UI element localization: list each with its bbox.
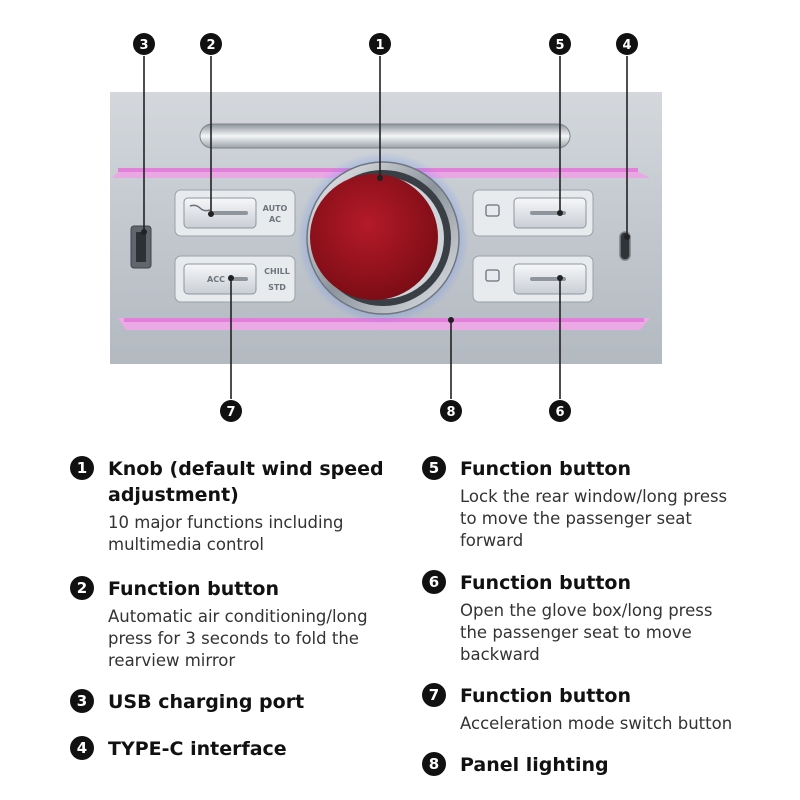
- callout-5: 5: [549, 33, 571, 55]
- leader-dot-7: [228, 275, 234, 281]
- legend-item-3: 3 USB charging port: [70, 689, 400, 715]
- legend-desc-5: Lock the rear window/long press to move …: [460, 487, 728, 550]
- leader-dot-4: [624, 234, 630, 240]
- legend-desc-2: Automatic air conditioning/long press fo…: [108, 607, 368, 670]
- button-auto-ac[interactable]: AUTO AC: [174, 189, 296, 237]
- legend-item-7: 7 Function button Acceleration mode swit…: [422, 683, 752, 735]
- callout-4: 4: [616, 33, 638, 55]
- legend-desc-1: 10 major functions including multimedia …: [108, 513, 344, 554]
- legend-title-7: Function button: [460, 685, 632, 707]
- legend-item-6: 6 Function button Open the glove box/lon…: [422, 570, 742, 666]
- callout-3-label: 3: [139, 38, 148, 53]
- callout-8: 8: [440, 400, 462, 422]
- legend-item-4: 4 TYPE-C interface: [70, 736, 400, 762]
- leader-dot-6: [557, 275, 563, 281]
- legend-item-1: 1 Knob (default wind speed adjustment) 1…: [70, 456, 400, 556]
- leader-dot-1: [377, 175, 383, 181]
- leader-dot-3: [141, 229, 147, 235]
- callout-5-label: 5: [555, 38, 564, 53]
- legend-number-7: 7: [422, 683, 446, 707]
- legend-desc-7: Acceleration mode switch button: [460, 714, 733, 733]
- leader-dot-8: [448, 317, 454, 323]
- legend-title-5: Function button: [460, 458, 632, 480]
- button-acc-chill[interactable]: ACC CHILL STD: [174, 255, 296, 303]
- legend-title-1: Knob (default wind speed adjustment): [108, 458, 384, 506]
- callout-3: 3: [133, 33, 155, 55]
- legend-number-4: 4: [70, 736, 94, 760]
- callout-1: 1: [369, 33, 391, 55]
- fan-icon: [189, 204, 211, 212]
- legend-title-2: Function button: [108, 578, 280, 600]
- legend-item-2: 2 Function button Automatic air conditio…: [70, 576, 390, 672]
- leader-dot-2: [208, 211, 214, 217]
- knob-red-cover: [310, 174, 438, 300]
- callout-7-label: 7: [226, 405, 235, 420]
- usb-port-slot: [136, 232, 146, 262]
- button-glove-box[interactable]: [472, 255, 594, 303]
- leader-lines: [143, 56, 628, 399]
- callout-6: 6: [549, 400, 571, 422]
- callout-6-label: 6: [555, 405, 564, 420]
- window-lock-icon: [485, 204, 500, 217]
- leader-dot-5: [557, 210, 563, 216]
- legend-number-5: 5: [422, 456, 446, 480]
- top-slot: [199, 123, 571, 149]
- button-rear-window[interactable]: [472, 189, 594, 237]
- legend-item-8: 8 Panel lighting: [422, 752, 752, 778]
- chill-label: CHILL: [264, 267, 290, 276]
- legend-item-5: 5 Function button Lock the rear window/l…: [422, 456, 742, 552]
- ac-label: AC: [269, 215, 281, 224]
- legend-title-6: Function button: [460, 572, 632, 594]
- legend-title-8: Panel lighting: [460, 754, 609, 776]
- callout-1-label: 1: [375, 38, 384, 53]
- callout-4-label: 4: [622, 38, 631, 53]
- legend-title-4: TYPE-C interface: [108, 738, 287, 760]
- auto-label: AUTO: [263, 204, 288, 213]
- acc-label: ACC: [207, 275, 225, 284]
- leader-dots: [141, 175, 630, 323]
- console-panel: AUTO AC ACC CHILL STD: [110, 92, 662, 364]
- legend-number-1: 1: [70, 456, 94, 480]
- callout-2-label: 2: [206, 38, 215, 53]
- callout-7: 7: [220, 400, 242, 422]
- legend-number-2: 2: [70, 576, 94, 600]
- legend-number-6: 6: [422, 570, 446, 594]
- glove-box-icon: [485, 269, 500, 282]
- callout-2: 2: [200, 33, 222, 55]
- std-label: STD: [268, 283, 286, 292]
- callout-8-label: 8: [446, 405, 455, 420]
- legend-title-3: USB charging port: [108, 691, 305, 713]
- legend-number-8: 8: [422, 752, 446, 776]
- legend-desc-6: Open the glove box/long press the passen…: [460, 601, 713, 664]
- legend-number-3: 3: [70, 689, 94, 713]
